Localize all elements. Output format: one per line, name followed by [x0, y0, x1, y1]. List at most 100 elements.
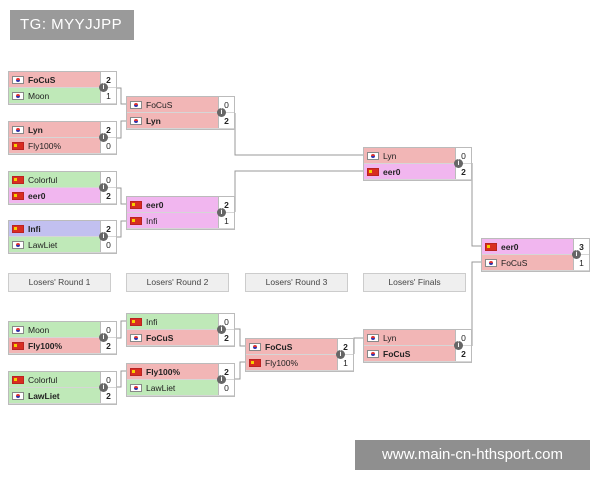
- player-name: Lyn: [383, 150, 397, 161]
- connector: [235, 328, 245, 347]
- info-icon[interactable]: i: [217, 108, 226, 117]
- player-name: Infi: [146, 316, 158, 327]
- player-name: LawLiet: [28, 239, 58, 250]
- china-flag-icon: [485, 242, 497, 251]
- player-name: Colorful: [28, 174, 58, 185]
- connector: [116, 320, 126, 339]
- korea-flag-icon: [130, 383, 142, 392]
- player-name: FoCuS: [28, 74, 56, 85]
- info-icon[interactable]: i: [454, 341, 463, 350]
- player-name: Fly100%: [28, 340, 63, 351]
- china-flag-icon: [12, 224, 24, 233]
- player-name: Moon: [28, 324, 50, 335]
- korea-flag-icon: [367, 349, 379, 358]
- player-name: FoCuS: [501, 257, 528, 268]
- connector: [116, 370, 126, 388]
- connector: [471, 261, 481, 346]
- info-icon[interactable]: i: [217, 375, 226, 384]
- china-flag-icon: [12, 175, 24, 184]
- player-row[interactable]: Fly100%2: [127, 364, 234, 380]
- info-icon[interactable]: i: [572, 250, 581, 259]
- info-icon[interactable]: i: [99, 383, 108, 392]
- info-icon[interactable]: i: [99, 333, 108, 342]
- info-icon[interactable]: i: [217, 325, 226, 334]
- korea-flag-icon: [12, 125, 24, 134]
- korea-flag-icon: [12, 75, 24, 84]
- china-flag-icon: [130, 317, 142, 326]
- korea-flag-icon: [12, 391, 24, 400]
- info-icon[interactable]: i: [99, 183, 108, 192]
- korea-flag-icon: [12, 91, 24, 100]
- info-icon[interactable]: i: [99, 83, 108, 92]
- connector: [235, 361, 245, 380]
- player-name: FoCuS: [146, 332, 174, 343]
- round-label: Losers' Finals: [363, 273, 466, 292]
- china-flag-icon: [249, 358, 261, 367]
- watermark: www.main-cn-hthsport.com: [355, 440, 590, 470]
- player-name: eer0: [146, 199, 164, 210]
- korea-flag-icon: [12, 240, 24, 249]
- player-name: Lyn: [146, 115, 161, 126]
- connector: [116, 187, 126, 205]
- korea-flag-icon: [130, 116, 142, 125]
- player-name: Fly100%: [146, 366, 181, 377]
- player-name: FoCuS: [265, 341, 293, 352]
- connector: [116, 220, 126, 238]
- player-name: Fly100%: [265, 357, 299, 368]
- info-icon[interactable]: i: [99, 133, 108, 142]
- info-icon[interactable]: i: [99, 232, 108, 241]
- connector: [234, 113, 363, 156]
- player-row[interactable]: Fly100%2: [9, 338, 116, 354]
- china-flag-icon: [12, 191, 24, 200]
- player-name: Moon: [28, 90, 50, 101]
- info-icon[interactable]: i: [217, 208, 226, 217]
- info-icon[interactable]: i: [336, 350, 345, 359]
- korea-flag-icon: [130, 100, 142, 109]
- china-flag-icon: [12, 341, 24, 350]
- player-row[interactable]: Fly100%1: [246, 355, 353, 371]
- player-name: FoCuS: [383, 348, 411, 359]
- connector: [353, 337, 363, 354]
- player-name: Infi: [28, 223, 41, 234]
- china-flag-icon: [130, 200, 142, 209]
- china-flag-icon: [12, 375, 24, 384]
- player-row[interactable]: Fly100%0: [9, 138, 116, 154]
- player-name: Infi: [146, 215, 158, 226]
- china-flag-icon: [367, 167, 379, 176]
- info-icon[interactable]: i: [454, 159, 463, 168]
- player-name: eer0: [501, 241, 519, 252]
- player-name: LawLiet: [146, 382, 176, 393]
- china-flag-icon: [130, 367, 142, 376]
